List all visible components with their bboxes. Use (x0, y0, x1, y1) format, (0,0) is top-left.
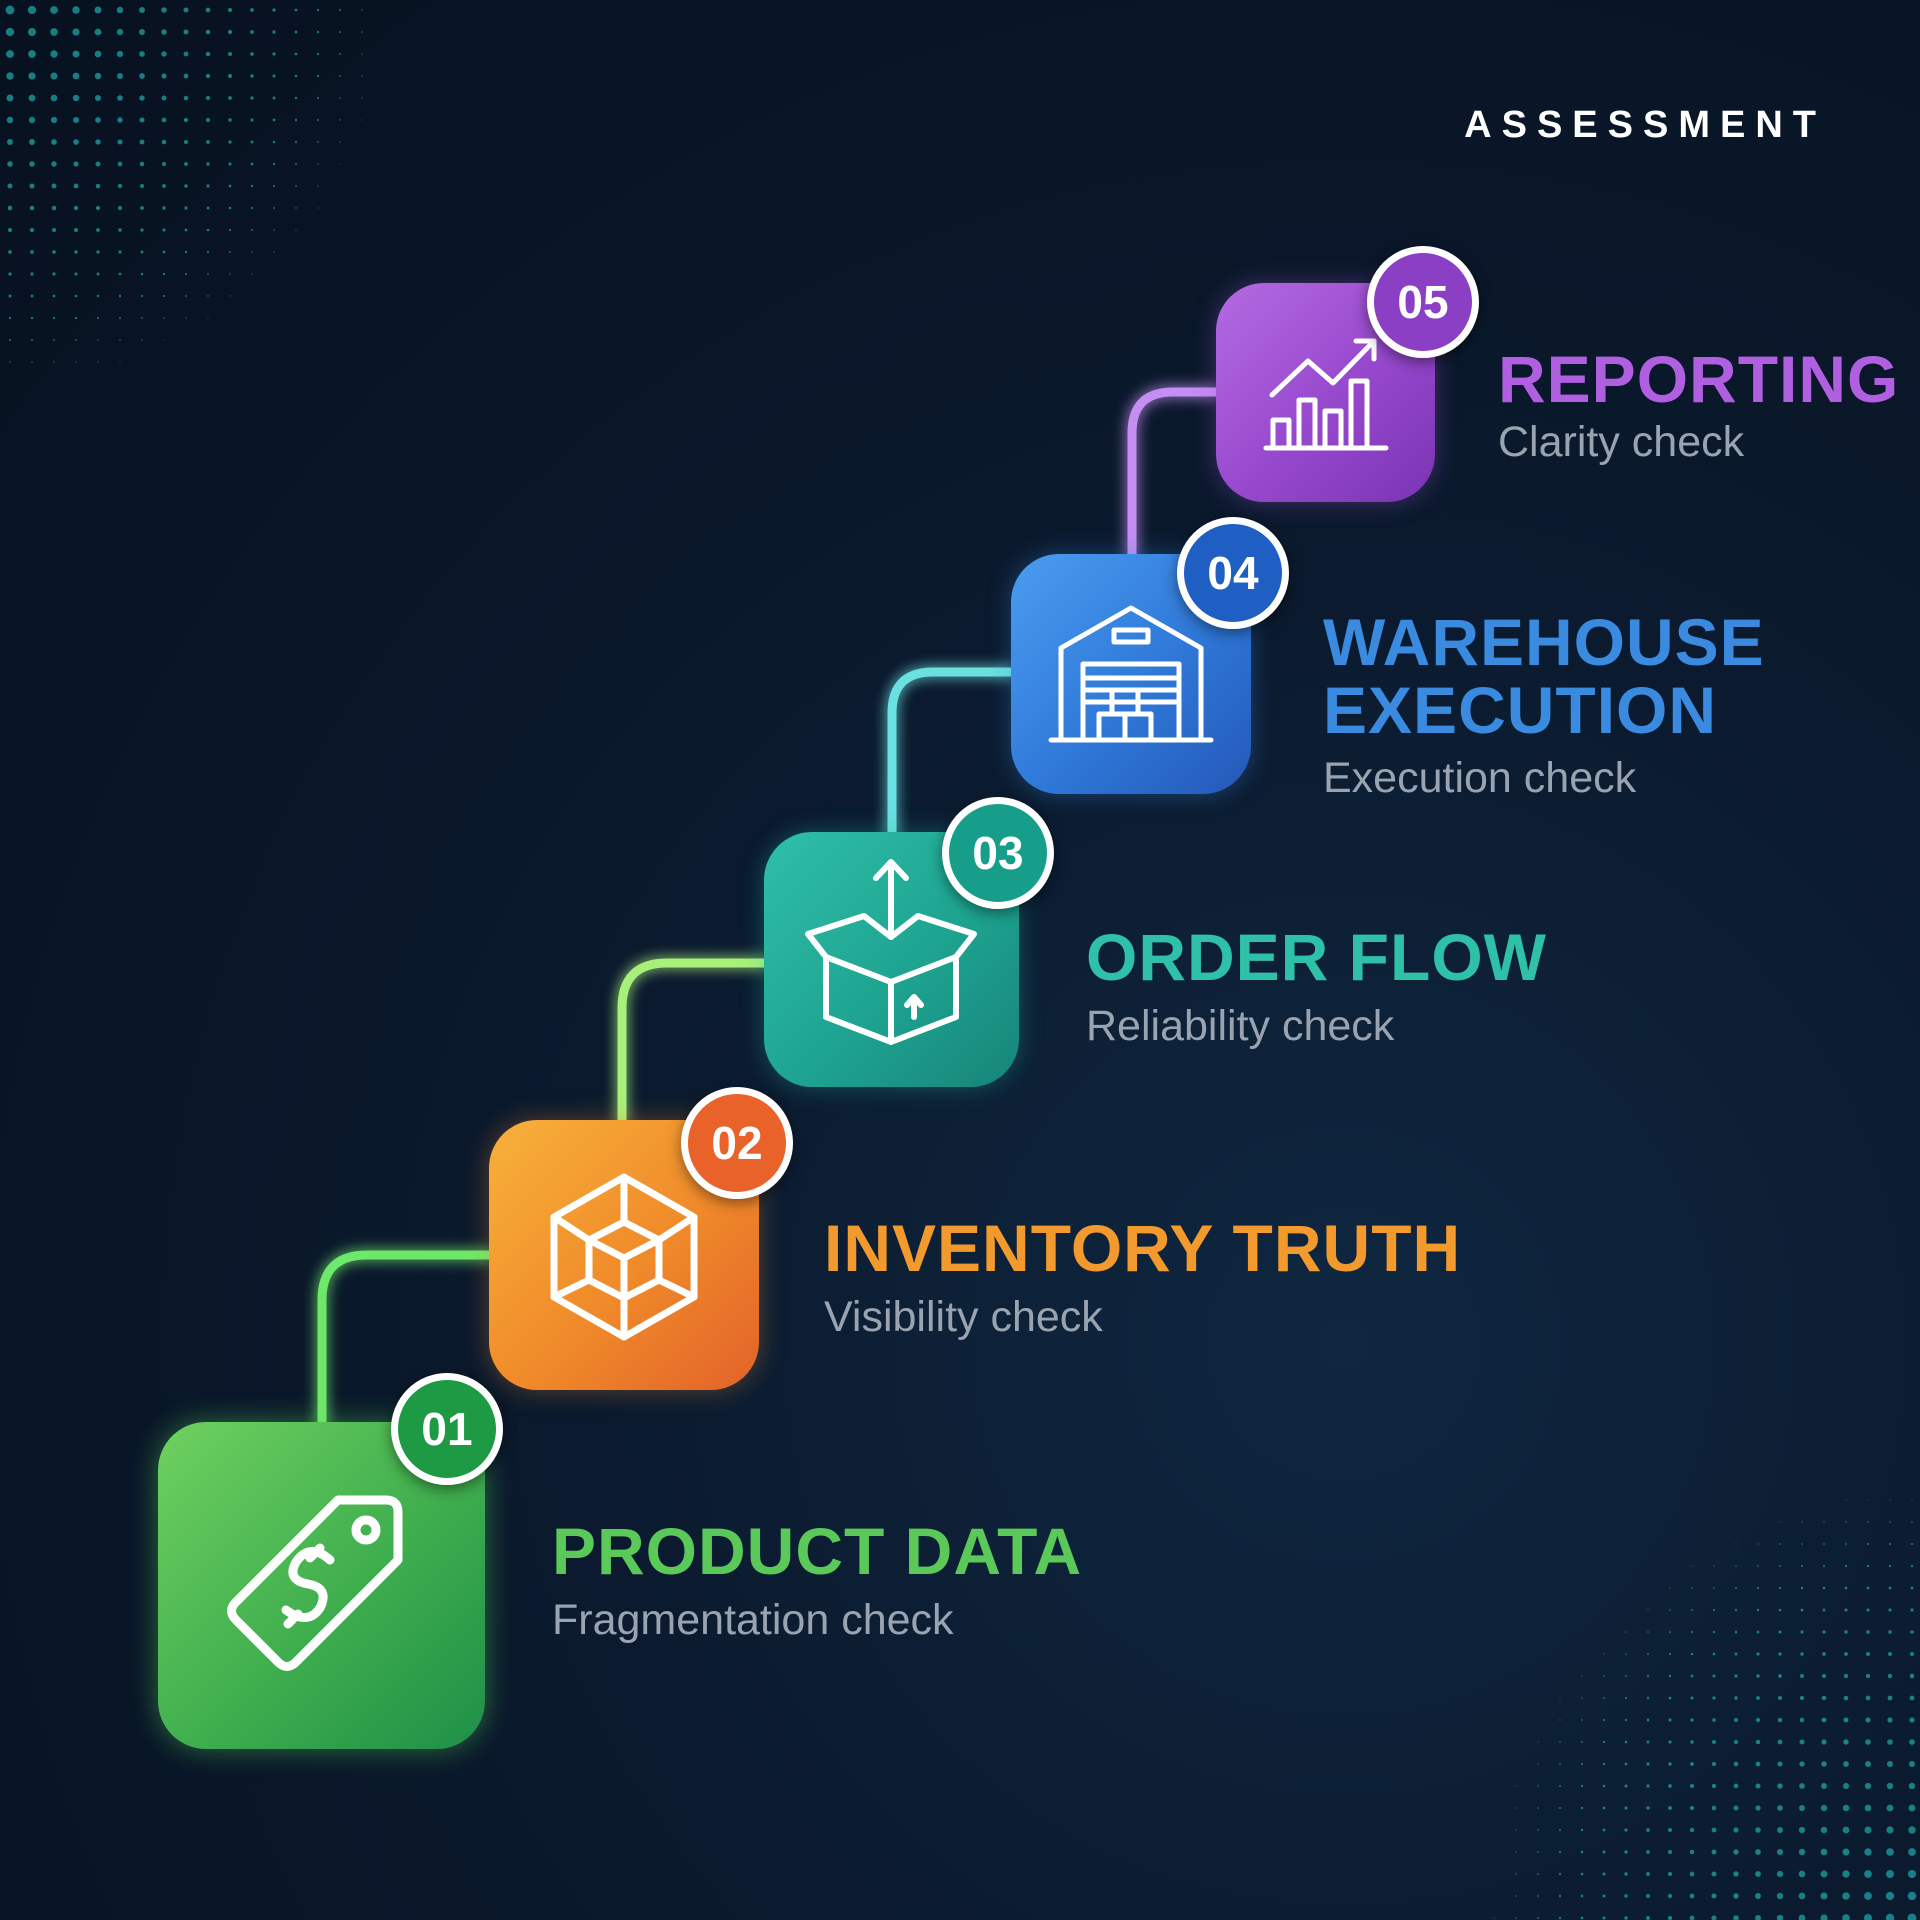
step-2-title: INVENTORY TRUTH (824, 1211, 1462, 1285)
step-3-subtitle: Reliability check (1086, 1002, 1395, 1050)
bar-chart-growth-icon (1263, 338, 1389, 451)
connector-1-2 (317, 1250, 495, 1430)
cube-icon (550, 1173, 698, 1341)
open-box-icon (805, 859, 977, 1045)
step-4-subtitle: Execution check (1323, 754, 1637, 802)
assessment-header: ASSESSMENT (1464, 104, 1826, 146)
connector-4-5 (1127, 387, 1221, 561)
step-1-title: PRODUCT DATA (552, 1514, 1083, 1588)
step-3-tile (764, 832, 1019, 1087)
dot-pattern-top-left (5, 5, 363, 363)
step-1-subtitle: Fragmentation check (552, 1596, 954, 1644)
step-4-title: WAREHOUSE EXECUTION (1323, 608, 1765, 744)
dot-pattern-bottom-right (1493, 1499, 1917, 1920)
step-5-title: REPORTING (1498, 342, 1900, 416)
connector-2-3 (617, 958, 770, 1127)
step-1-tile (158, 1422, 485, 1749)
step-2-badge: 02 (681, 1087, 793, 1199)
step-3-badge: 03 (942, 797, 1054, 909)
step-1-badge: 01 (391, 1373, 503, 1485)
step-4-badge: 04 (1177, 517, 1289, 629)
step-3-title: ORDER FLOW (1086, 920, 1547, 994)
step-4-title-line-1: WAREHOUSE (1323, 605, 1765, 679)
warehouse-icon (1048, 605, 1214, 743)
step-4-title-line-2: EXECUTION (1323, 673, 1718, 747)
step-5-subtitle: Clarity check (1498, 418, 1745, 466)
price-tag-icon (227, 1495, 403, 1671)
step-5-badge: 05 (1367, 246, 1479, 358)
step-2-subtitle: Visibility check (824, 1293, 1103, 1341)
connector-3-4 (887, 667, 1017, 840)
